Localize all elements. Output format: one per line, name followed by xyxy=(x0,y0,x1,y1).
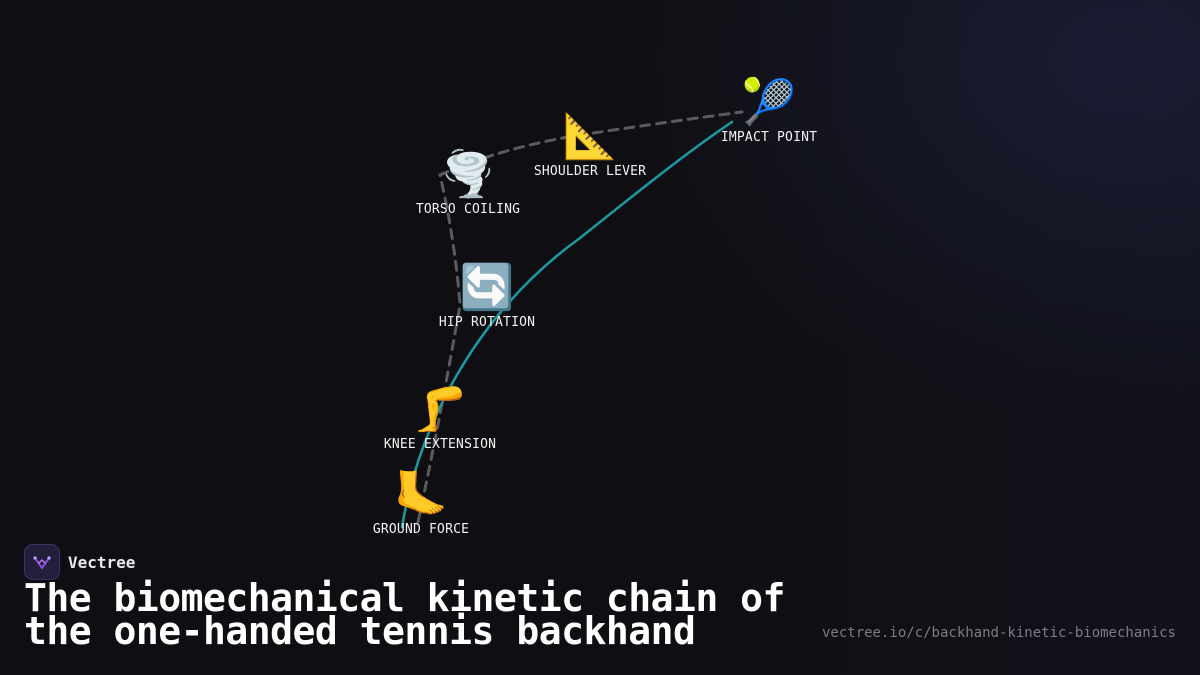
tornado-icon: 🌪️ xyxy=(440,149,496,200)
tennis-racket-icon: 🎾 xyxy=(741,77,797,128)
page-title: The biomechanical kinetic chain of the o… xyxy=(24,576,785,653)
source-url[interactable]: vectree.io/c/backhand-kinetic-biomechani… xyxy=(821,625,1176,641)
dashed-chain-link xyxy=(416,110,744,524)
node-torso-coiling: 🌪️ TORSO COILING xyxy=(415,149,521,218)
rotation-arrows-icon: 🔄 xyxy=(459,262,515,313)
brand-name: Vectree xyxy=(68,552,136,572)
node-ground-force: 🦶 GROUND FORCE xyxy=(372,469,470,538)
title-line-1: The biomechanical kinetic chain of xyxy=(24,576,785,620)
triangle-ruler-icon: 📐 xyxy=(562,111,618,162)
node-label: GROUND FORCE xyxy=(372,522,470,537)
node-label: TORSO COILING xyxy=(415,202,521,217)
vectree-logo-icon xyxy=(24,544,60,580)
energy-transfer-curve xyxy=(400,120,734,529)
title-line-2: the one-handed tennis backhand xyxy=(24,609,696,653)
leg-icon: 🦵 xyxy=(412,384,468,435)
node-knee-extension: 🦵 KNEE EXTENSION xyxy=(383,384,497,453)
node-label: IMPACT POINT xyxy=(720,130,818,145)
node-label: SHOULDER LEVER xyxy=(533,164,647,179)
foot-icon: 🦶 xyxy=(393,469,449,520)
node-impact-point: 🎾 IMPACT POINT xyxy=(720,77,818,146)
brand[interactable]: Vectree xyxy=(24,544,135,580)
node-label: HIP ROTATION xyxy=(438,315,536,330)
node-shoulder-lever: 📐 SHOULDER LEVER xyxy=(533,111,647,180)
node-hip-rotation: 🔄 HIP ROTATION xyxy=(438,262,536,331)
node-label: KNEE EXTENSION xyxy=(383,437,497,452)
